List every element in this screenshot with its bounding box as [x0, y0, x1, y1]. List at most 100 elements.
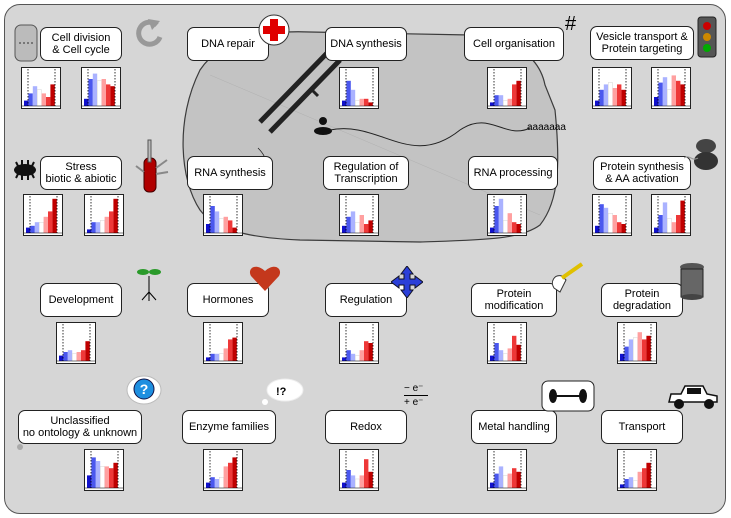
question-mark-icon: ?	[126, 375, 162, 405]
chart-bar	[76, 352, 81, 361]
chart-bar	[595, 225, 600, 233]
chart-bar	[364, 98, 369, 106]
chart-bar	[512, 84, 517, 106]
chart-bar	[223, 348, 228, 361]
electron-transfer-arrows	[404, 395, 428, 396]
bar-chart	[56, 322, 96, 364]
chart-bar	[350, 353, 356, 361]
bar-chart	[487, 67, 527, 109]
chart-bar	[214, 479, 220, 488]
thought-bubble-text: !?	[276, 386, 287, 398]
bar-chart	[339, 322, 379, 364]
electron-gain-label: + e⁻	[404, 397, 424, 408]
nucleus-texture	[209, 74, 541, 216]
chart-bar	[206, 357, 211, 361]
category-label[interactable]: Metal handling	[471, 410, 557, 444]
bar-chart	[487, 194, 527, 236]
chart-bar	[628, 477, 634, 488]
chart-bar	[342, 482, 347, 488]
chart-bar	[355, 355, 360, 362]
category-label[interactable]: Development	[40, 283, 122, 317]
chart-bar	[350, 89, 356, 106]
chart-bar	[63, 352, 68, 361]
bar-chart	[84, 194, 124, 236]
chart-bar	[503, 220, 508, 234]
category-label[interactable]: DNA synthesis	[325, 27, 407, 61]
chart-bar	[368, 102, 373, 106]
category-label[interactable]: Redox	[325, 410, 407, 444]
chart-bar	[26, 227, 31, 233]
chart-bar	[654, 97, 659, 106]
chart-bar	[516, 224, 521, 233]
scale-bar-icon	[14, 24, 38, 62]
chart-bar	[364, 341, 369, 361]
chart-bar	[494, 206, 499, 233]
category-label[interactable]: Enzyme families	[182, 410, 276, 444]
chart-bar	[503, 353, 508, 362]
chart-bar	[617, 84, 622, 106]
electron-transfer-icon: − e⁻ + e⁻	[404, 383, 428, 408]
chart-bar	[498, 95, 504, 106]
category-label[interactable]: Protein degradation	[601, 283, 683, 317]
chart-bar	[512, 335, 517, 361]
category-label[interactable]: Regulation	[325, 283, 407, 317]
chart-bar	[676, 215, 681, 233]
chart-bar	[359, 350, 364, 361]
chart-bar	[498, 350, 504, 361]
category-label[interactable]: Vesicle transport & Protein targeting	[590, 26, 694, 60]
bar-chart	[339, 449, 379, 491]
chart-bar	[612, 215, 617, 233]
category-label[interactable]: Hormones	[187, 283, 269, 317]
bar-chart	[617, 322, 657, 364]
car-icon	[668, 385, 718, 409]
chart-bar	[680, 84, 685, 106]
bar-chart	[81, 67, 121, 109]
chart-bar	[620, 353, 625, 361]
bar-chart	[487, 322, 527, 364]
chart-bar	[507, 213, 512, 233]
chart-bar	[87, 229, 92, 233]
chart-bar	[355, 100, 360, 107]
chart-bar	[30, 225, 35, 233]
chart-bar	[667, 89, 672, 107]
bar-chart	[203, 194, 243, 236]
chart-bar	[633, 337, 638, 362]
category-label[interactable]: RNA synthesis	[187, 156, 273, 190]
chart-bar	[110, 86, 115, 106]
chart-bar	[28, 93, 33, 106]
svg-text:?: ?	[140, 381, 149, 397]
chart-bar	[342, 357, 347, 361]
chart-bar	[100, 466, 105, 489]
chart-bar	[100, 220, 105, 234]
category-label[interactable]: RNA processing	[468, 156, 558, 190]
small-dot	[17, 444, 23, 450]
chart-bar	[498, 198, 504, 233]
category-label[interactable]: Protein synthesis & AA activation	[593, 156, 691, 190]
category-label[interactable]: Stress biotic & abiotic	[40, 156, 122, 190]
chart-bar	[599, 89, 604, 106]
category-label[interactable]: Transport	[601, 410, 683, 444]
bar-chart	[617, 449, 657, 491]
chart-bar	[494, 473, 499, 488]
category-label[interactable]: Cell organisation	[464, 27, 564, 61]
bar-chart	[651, 194, 691, 236]
four-way-arrow-icon	[391, 266, 423, 298]
category-label[interactable]: DNA repair	[187, 27, 269, 61]
chart-bar	[219, 218, 224, 234]
chart-bar	[662, 77, 668, 106]
chart-bar	[210, 206, 215, 233]
chart-bar	[113, 198, 118, 233]
category-label[interactable]: Cell division & Cell cycle	[40, 27, 122, 61]
chart-bar	[91, 457, 96, 488]
chart-bar	[232, 337, 237, 361]
category-label[interactable]: Unclassified no ontology & unknown	[18, 410, 142, 444]
chart-bar	[210, 477, 215, 488]
chart-bar	[603, 84, 609, 106]
category-label[interactable]: Protein modification	[471, 283, 557, 317]
pen-hand-icon	[551, 262, 584, 293]
category-label[interactable]: Regulation of Transcription	[323, 156, 409, 190]
chart-bar	[228, 220, 233, 233]
chart-bar	[95, 222, 101, 233]
chart-bar	[646, 462, 651, 488]
